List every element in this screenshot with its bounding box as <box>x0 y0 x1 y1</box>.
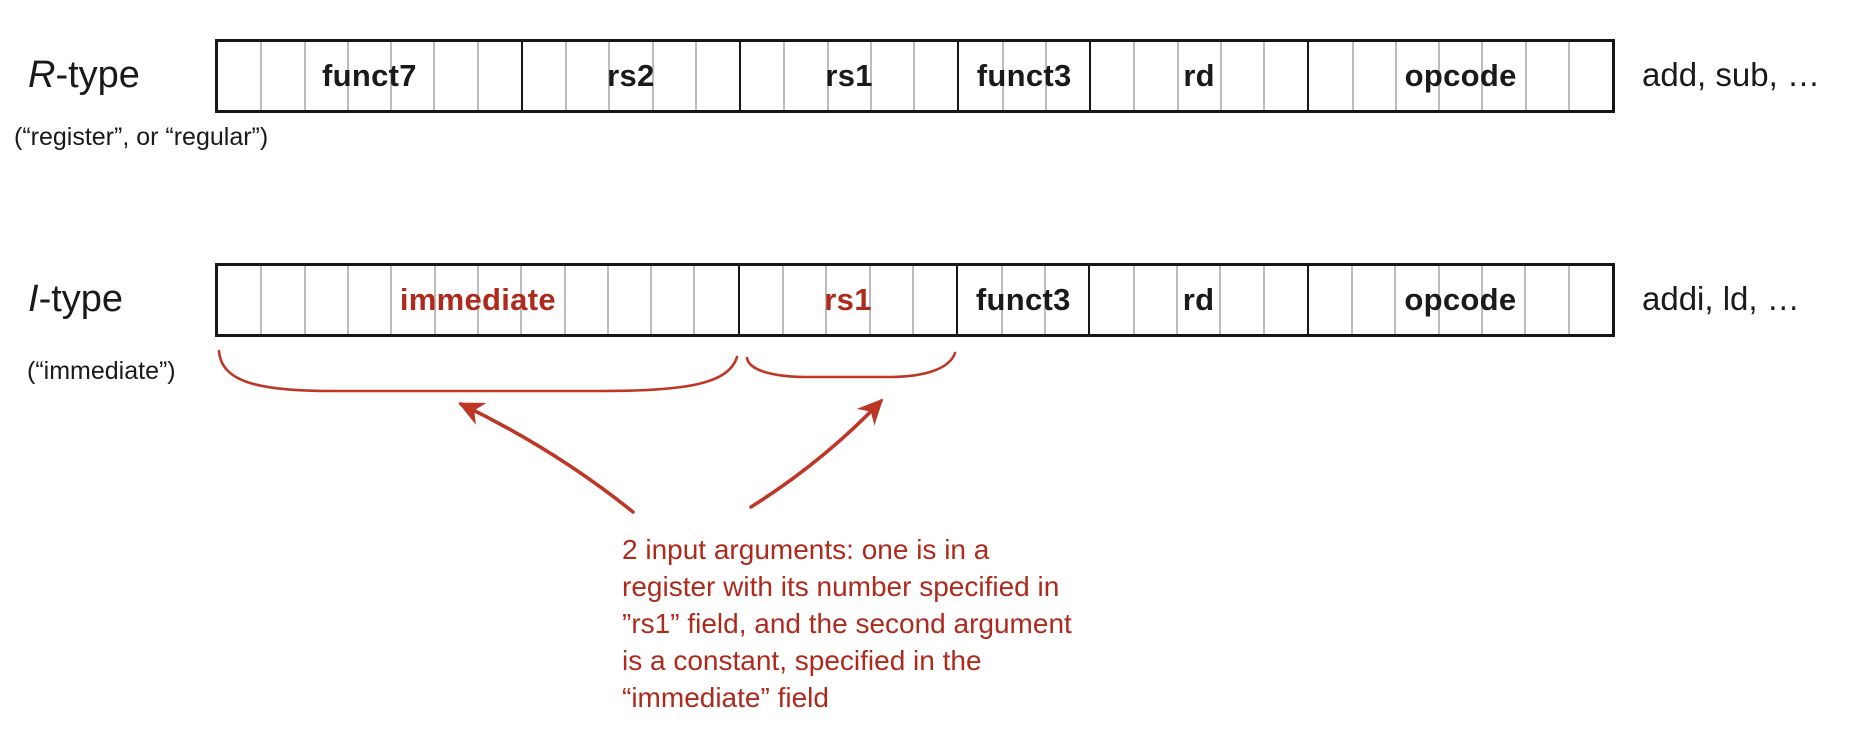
field-i-type-rs1: rs1 <box>740 266 959 334</box>
note-line: register with its number specified in <box>622 571 1060 602</box>
bit-divider <box>869 42 872 110</box>
bit-divider <box>476 42 479 110</box>
bit-divider <box>303 42 306 110</box>
bit-divider <box>1263 42 1265 110</box>
bit-divider <box>1001 42 1004 110</box>
arrow-to-rs1 <box>749 398 884 509</box>
bit-divider <box>1351 42 1354 110</box>
bit-divider <box>1524 266 1527 334</box>
bit-divider <box>912 266 914 334</box>
bit-divider <box>650 266 653 334</box>
bit-divider <box>1176 42 1179 110</box>
field-r-type-rd: rd <box>1091 42 1310 110</box>
bit-divider <box>303 266 306 334</box>
bit-divider <box>433 266 436 334</box>
field-r-type-rs2: rs2 <box>523 42 741 110</box>
field-label-opcode: opcode <box>1404 58 1517 93</box>
bit-divider <box>1043 266 1046 334</box>
bit-divider <box>1567 42 1570 110</box>
field-r-type-opcode: opcode <box>1309 42 1612 110</box>
arrow-to-immediate <box>458 402 635 514</box>
note-line: “immediate” field <box>622 682 829 713</box>
row-label-r-suffix: -type <box>55 54 140 96</box>
row-label-i-suffix: -type <box>38 278 124 320</box>
bit-divider <box>433 42 436 110</box>
field-r-type-funct3: funct3 <box>959 42 1091 110</box>
examples-i-type: addi, ld, … <box>1642 280 1800 317</box>
bit-divider <box>390 42 392 110</box>
bit-divider <box>868 266 871 334</box>
row-label-i-type: I-type <box>28 277 123 321</box>
underbrace-immediate <box>217 349 739 393</box>
bit-divider <box>346 42 349 110</box>
bit-divider <box>260 266 263 334</box>
field-label-funct7: funct7 <box>321 58 417 93</box>
field-label-opcode: opcode <box>1404 282 1517 317</box>
row-label-i-italic: I <box>28 278 39 320</box>
field-i-type-rd: rd <box>1090 266 1309 334</box>
bit-divider <box>476 266 479 334</box>
bit-divider <box>825 266 828 334</box>
bit-divider <box>1175 266 1178 334</box>
bit-divider <box>565 42 567 110</box>
bit-divider <box>608 42 611 110</box>
bit-divider <box>1394 266 1397 334</box>
bit-divider <box>1567 266 1570 334</box>
bit-divider <box>1481 266 1484 334</box>
format-box-i-type: immediate rs1 funct3 rd opcode <box>215 263 1615 337</box>
field-i-type-immediate: immediate <box>218 266 740 334</box>
field-label-funct3: funct3 <box>975 282 1071 317</box>
row-label-r-type: R-type <box>28 53 140 97</box>
field-label-immediate: immediate <box>399 282 556 317</box>
bit-divider <box>694 42 697 110</box>
bit-divider <box>346 266 349 334</box>
bit-divider <box>1219 266 1222 334</box>
underbrace-rs1 <box>745 351 957 379</box>
bit-divider <box>1524 42 1527 110</box>
bit-divider <box>1044 42 1047 110</box>
bit-divider <box>563 266 566 334</box>
caption-i-type: (“immediate”) <box>27 357 176 385</box>
field-label-rs1: rs1 <box>825 58 873 93</box>
bit-divider <box>1481 42 1484 110</box>
bit-divider <box>1133 42 1136 110</box>
field-label-rs1: rs1 <box>824 282 872 317</box>
bit-divider <box>1438 42 1440 110</box>
field-label-rd: rd <box>1182 282 1215 317</box>
field-r-type-rs1: rs1 <box>741 42 960 110</box>
bit-divider <box>520 266 523 334</box>
bit-divider <box>1262 266 1265 334</box>
caption-r-type: (“register”, or “regular”) <box>14 123 269 151</box>
bit-divider <box>651 42 654 110</box>
field-label-rs2: rs2 <box>607 58 655 93</box>
bit-divider <box>1219 42 1222 110</box>
row-label-r-italic: R <box>28 54 56 96</box>
bit-divider <box>606 266 609 334</box>
field-i-type-funct3: funct3 <box>958 266 1091 334</box>
note-line: 2 input arguments: one is in a <box>622 534 990 565</box>
bit-divider <box>782 266 785 334</box>
bit-divider <box>826 42 829 110</box>
field-r-type-funct7: funct7 <box>218 42 523 110</box>
bit-divider <box>1394 42 1397 110</box>
bit-divider <box>260 42 263 110</box>
field-label-funct3: funct3 <box>976 58 1072 93</box>
examples-r-type: add, sub, … <box>1642 56 1820 93</box>
bit-divider <box>390 266 393 334</box>
field-i-type-opcode: opcode <box>1309 266 1612 334</box>
note-line: is a constant, specified in the <box>622 645 982 676</box>
bit-divider <box>693 266 696 334</box>
bit-divider <box>783 42 786 110</box>
bit-divider <box>1437 266 1440 334</box>
field-label-rd: rd <box>1183 58 1215 93</box>
bit-divider <box>1000 266 1003 334</box>
bit-divider <box>1351 266 1354 334</box>
format-box-r-type: funct7 rs2 rs1 funct3 rd opcode <box>215 39 1615 113</box>
bit-divider <box>913 42 915 110</box>
note-line: ”rs1” field, and the second argument <box>622 608 1072 639</box>
bit-divider <box>1132 266 1135 334</box>
annotation-note: 2 input arguments: one is in a register … <box>622 531 1072 716</box>
